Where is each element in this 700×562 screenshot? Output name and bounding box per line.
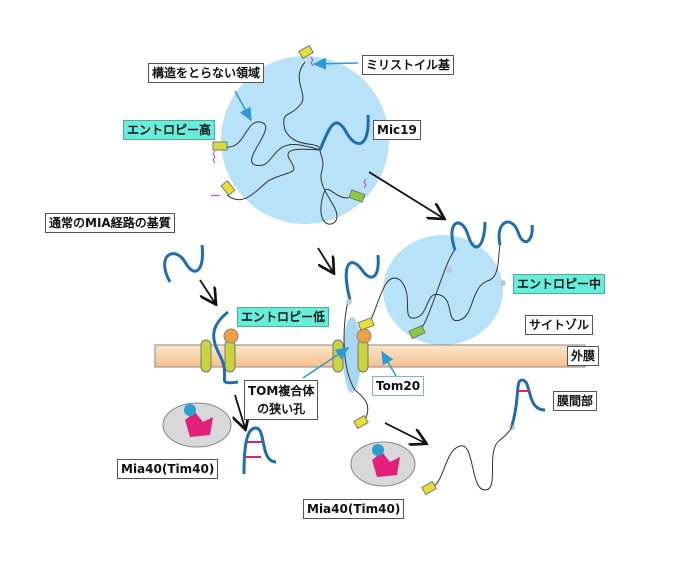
label-unstructured-region: 構造をとらない領域 bbox=[148, 63, 265, 83]
mic19-domain-cytosol bbox=[344, 254, 380, 301]
label-myristoyl-group: ミリストイル基 bbox=[362, 55, 455, 75]
mic19-mid-chain bbox=[369, 244, 501, 331]
mic19-ims-domain bbox=[510, 378, 546, 426]
label-mic19: Mic19 bbox=[373, 120, 421, 140]
label-pointers bbox=[234, 57, 397, 379]
process-arrows bbox=[199, 171, 443, 443]
mia-substrate-chain bbox=[163, 244, 205, 283]
label-entropy-low: エントロピー低 bbox=[237, 307, 330, 327]
label-mia40-bottom: Mia40(Tim40) bbox=[303, 499, 405, 519]
mic19-ims-chain bbox=[431, 424, 513, 491]
label-cytosol: サイトゾル bbox=[525, 315, 594, 335]
mic19-translocating bbox=[343, 299, 369, 421]
mic19-domain-mid bbox=[450, 220, 534, 251]
label-outer-membrane: 外膜 bbox=[567, 346, 600, 366]
label-tom-pore-line1: TOM複合体 bbox=[248, 384, 315, 398]
mic19-folded-domain bbox=[318, 114, 370, 151]
mia40-structure-bottom bbox=[350, 441, 416, 487]
mia40-structure-left bbox=[162, 402, 232, 448]
high-entropy-cloud bbox=[221, 56, 389, 224]
myristoyl-tags bbox=[212, 44, 366, 203]
tom20-receptor bbox=[223, 328, 239, 344]
tom20-receptor bbox=[356, 328, 372, 344]
substrate-translocating bbox=[212, 310, 239, 385]
label-normal-mia-substrate: 通常のMIA経路の基質 bbox=[45, 213, 175, 233]
label-mia40-left: Mia40(Tim40) bbox=[117, 459, 219, 479]
mid-entropy-cloud bbox=[383, 235, 503, 345]
label-intermembrane-space: 膜間部 bbox=[553, 391, 598, 411]
label-tom20: Tom20 bbox=[372, 376, 425, 396]
label-entropy-mid: エントロピー中 bbox=[513, 274, 606, 294]
myristoyl-lipids bbox=[210, 56, 367, 197]
mic19-chains bbox=[224, 61, 356, 225]
label-tom-narrow-pore: TOM複合体 の狭い孔 bbox=[244, 380, 319, 420]
label-tom-pore-line2: の狭い孔 bbox=[257, 402, 306, 416]
label-entropy-high: エントロピー高 bbox=[123, 120, 216, 140]
folded-substrate-left bbox=[242, 426, 277, 475]
